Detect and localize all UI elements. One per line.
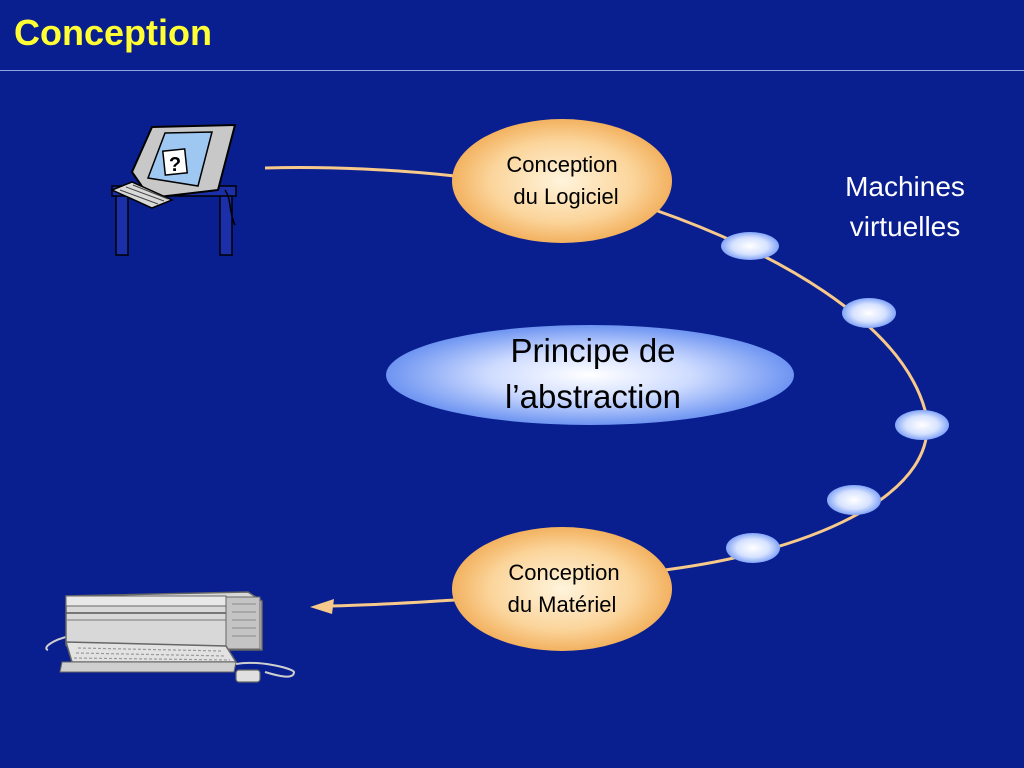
hardware-node-label-line2: du Matériel [508,592,617,617]
virtual-machines-label-line2: virtuelles [850,211,960,242]
software-node-label-line2: du Logiciel [513,184,618,209]
virtual-machine-node-5 [726,533,780,563]
center-node-label-line1: Principe de [510,332,675,369]
software-node-label-line1: Conception [506,152,617,177]
slide-title: Conception [14,12,212,53]
terminal-question-mark: ? [169,154,181,176]
connector-hardware-computer [329,598,456,608]
virtual-machine-node-1 [721,232,779,260]
title-divider [0,70,1024,71]
center-node-label-line2: l’abstraction [505,378,681,415]
hardware-design-node [452,527,672,651]
virtual-machine-node-3 [895,410,949,440]
abstraction-principle-node [386,325,794,425]
hardware-computer-icon [45,591,296,683]
virtual-machine-node-4 [827,485,881,515]
virtual-machines-label-line1: Machines [845,171,965,202]
hardware-node-label-line1: Conception [508,560,619,585]
software-design-node [452,119,672,243]
virtual-machine-node-2 [842,298,896,328]
connector-terminal-software [264,165,456,178]
arrowhead-left-icon [310,599,334,614]
user-terminal-icon [110,123,237,256]
